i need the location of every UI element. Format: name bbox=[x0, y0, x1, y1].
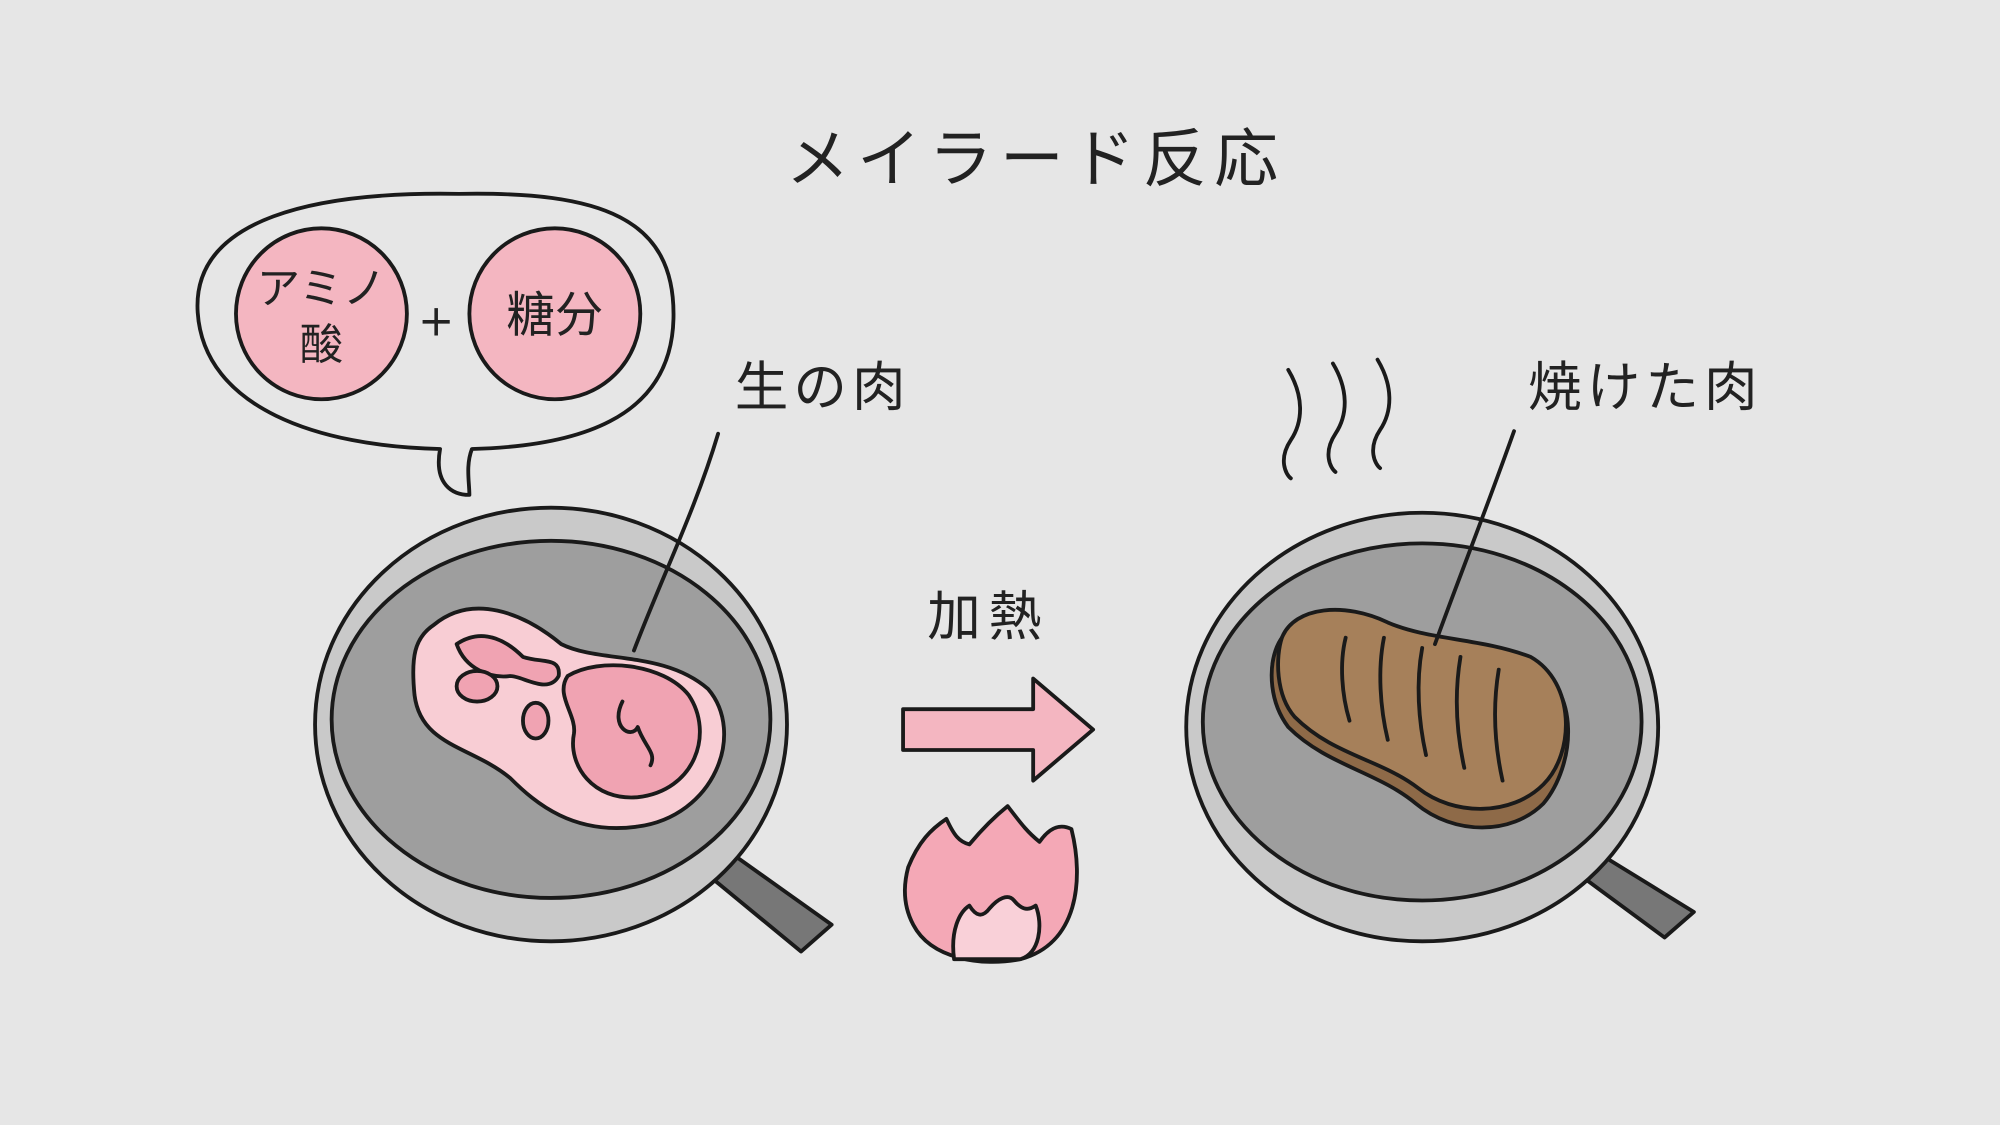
steam-icon bbox=[1281, 357, 1392, 481]
cooked-meat-leader-line bbox=[1433, 429, 1516, 647]
amino-acid-label-line2: 酸 bbox=[300, 321, 343, 371]
heat-arrow-icon bbox=[901, 676, 1096, 783]
amino-acid-circle: アミノ 酸 bbox=[234, 226, 409, 402]
plus-sign: + bbox=[418, 296, 454, 346]
frying-pan-right bbox=[1184, 429, 1696, 944]
frying-pan-left bbox=[313, 431, 834, 954]
cooked-meat-label: 焼けた肉 bbox=[1528, 356, 1763, 419]
amino-acid-label-line1: アミノ bbox=[257, 265, 386, 315]
sugar-label: 糖分 bbox=[506, 288, 603, 344]
raw-meat-label: 生の肉 bbox=[735, 356, 911, 419]
raw-meat-leader-line bbox=[632, 431, 721, 653]
flame-icon bbox=[902, 804, 1079, 964]
raw-meat bbox=[411, 606, 726, 830]
cooked-meat bbox=[1269, 607, 1570, 830]
heat-label: 加熱 bbox=[927, 585, 1049, 648]
sugar-circle: 糖分 bbox=[467, 226, 643, 402]
title: メイラード反応 bbox=[786, 123, 1286, 197]
speech-bubble: アミノ 酸 + 糖分 bbox=[195, 191, 676, 497]
